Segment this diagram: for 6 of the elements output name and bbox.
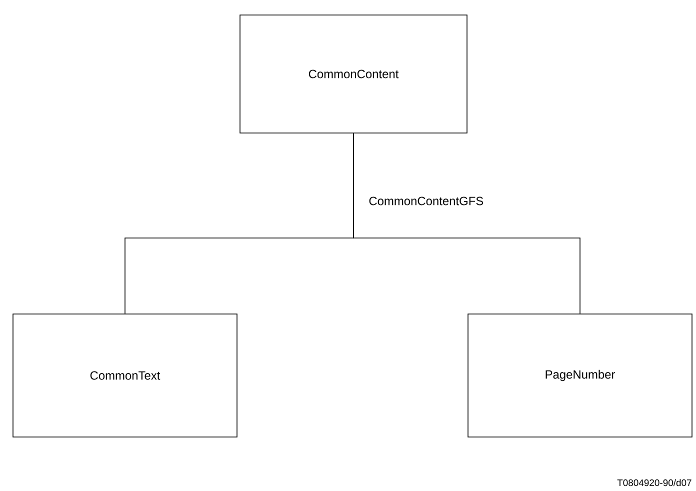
component-box: CommonText xyxy=(12,314,238,438)
figure-code: T0804920-90/d07 xyxy=(617,479,692,486)
component-box: PageNumber xyxy=(468,314,692,438)
component-box: CommonContent xyxy=(240,14,468,134)
connector-line xyxy=(353,133,580,314)
edge-label: CommonContentGFS xyxy=(368,196,485,206)
